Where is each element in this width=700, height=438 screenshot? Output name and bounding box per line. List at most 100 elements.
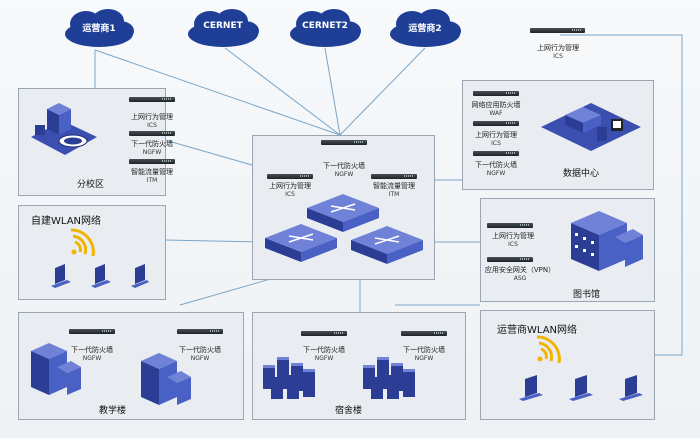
dc-waf-label: 网络应用防火墙	[471, 101, 521, 109]
cloud-icon	[65, 9, 134, 47]
dc-ics-device	[473, 121, 519, 126]
laptop-icon	[619, 375, 643, 401]
branch-itm-label: 智能流量管理	[131, 168, 173, 176]
core-switches	[265, 194, 423, 264]
switch-icon	[265, 224, 337, 262]
dorm-ngfw2-device	[401, 331, 447, 336]
dorm-zone: 下一代防火墙 NGFW 下一代防火墙 NGFW 宿舍楼	[252, 312, 466, 420]
cloud-isp1-label: 运营商1	[82, 24, 116, 34]
branch-ics-device	[129, 97, 175, 102]
top-ics-device	[530, 28, 585, 33]
lib-ics-code: ICS	[508, 241, 518, 248]
laptop-icon	[51, 264, 71, 288]
building-icon	[31, 343, 81, 395]
lib-asg-label: 应用安全网关（VPN）	[484, 266, 556, 274]
cloud-cernet2-label: CERNET2	[302, 21, 348, 31]
core-ngfw-device	[321, 140, 367, 145]
teaching-name: 教学楼	[99, 406, 127, 416]
core-itm-device	[371, 174, 417, 179]
link-wlan-core	[164, 239, 261, 243]
lib-asg-code: ASG	[513, 275, 527, 282]
library-name: 图书馆	[573, 290, 601, 300]
datacenter-icon	[541, 103, 641, 151]
link-isp1-core	[94, 49, 341, 136]
datacenter-name: 数据中心	[563, 169, 600, 179]
laptops-icon	[519, 375, 643, 401]
lib-ics-label: 上网行为管理	[492, 232, 534, 240]
core-itm-code: ITM	[388, 191, 400, 198]
teach-ngfw1-device	[69, 329, 115, 334]
dorm-name: 宿舍楼	[335, 406, 363, 416]
laptop-icon	[569, 375, 593, 401]
teach-ngfw2-device	[177, 329, 223, 334]
cloud-icon	[188, 9, 259, 47]
dorm-building-icon	[363, 357, 415, 399]
switch-icon	[351, 226, 423, 264]
branch-ngfw-device	[129, 131, 175, 136]
cloud-cernet: CERNET	[183, 6, 263, 50]
laptop-icon	[131, 264, 149, 288]
campus-building-icon	[31, 103, 97, 155]
wlan-self-name: 自建WLAN网络	[31, 216, 102, 227]
lib-asg-device	[487, 257, 533, 262]
dc-ngfw-device	[473, 151, 519, 156]
branch-ics-label: 上网行为管理	[131, 113, 173, 121]
dc-waf-code: WAF	[489, 110, 503, 117]
link-cernet-core	[224, 47, 341, 136]
cloud-isp2-label: 运营商2	[408, 24, 442, 34]
dc-waf-device	[473, 91, 519, 96]
datacenter-zone: 网络应用防火墙 WAF 上网行为管理 ICS 下一代防火墙 NGFW 数据中心	[462, 80, 654, 190]
library-zone: 上网行为管理 ICS 应用安全网关（VPN） ASG 图书馆	[480, 198, 655, 302]
core-ngfw-label: 下一代防火墙	[323, 162, 365, 170]
teach-ngfw1-label: 下一代防火墙	[71, 346, 113, 354]
wlan-isp-zone: 运营商WLAN网络	[480, 310, 655, 420]
link-cernet2-core	[324, 47, 341, 136]
core-zone: 下一代防火墙 NGFW 上网行为管理 ICS 智能流量管理 ITM	[252, 135, 435, 280]
wifi-signal-icon	[70, 228, 95, 257]
link-isp2-core	[339, 47, 426, 136]
wifi-signal-icon	[536, 335, 561, 364]
teach-ngfw2-label: 下一代防火墙	[179, 346, 221, 354]
link-branch-core	[164, 139, 253, 166]
top-ics-label: 上网行为管理	[537, 44, 579, 52]
wlan-self-zone: 自建WLAN网络	[18, 205, 166, 300]
dorm-ngfw1-code: NGFW	[314, 355, 334, 362]
dc-ngfw-code: NGFW	[486, 170, 506, 177]
laptops-icon	[51, 264, 149, 288]
core-ics-label: 上网行为管理	[269, 182, 311, 190]
dc-ics-code: ICS	[491, 140, 501, 147]
laptop-icon	[91, 264, 111, 288]
branch-ngfw-label: 下一代防火墙	[131, 140, 173, 148]
library-building-icon	[571, 211, 643, 271]
branch-itm-device	[129, 159, 175, 164]
cloud-isp2: 运营商2	[385, 6, 465, 50]
teach-ngfw2-code: NGFW	[190, 355, 210, 362]
switch-icon	[307, 194, 379, 232]
cloud-cernet-label: CERNET	[203, 21, 243, 31]
teaching-zone: 下一代防火墙 NGFW 下一代防火墙 NGFW 教学楼	[18, 312, 244, 420]
link-isp-wlan	[655, 34, 683, 356]
dorm-building-icon	[263, 357, 315, 399]
branch-itm-code: ITM	[146, 177, 158, 184]
dc-ngfw-label: 下一代防火墙	[475, 161, 517, 169]
core-ngfw-code: NGFW	[334, 171, 354, 178]
branch-ngfw-code: NGFW	[142, 149, 162, 156]
cloud-icon	[390, 9, 461, 47]
cloud-icon	[290, 9, 361, 47]
top-ics-code: ICS	[553, 53, 563, 60]
building-icon	[141, 353, 191, 405]
dc-ics-label: 上网行为管理	[475, 131, 517, 139]
branch-ics-code: ICS	[147, 122, 157, 129]
dorm-ngfw1-device	[301, 331, 347, 336]
core-ics-code: ICS	[285, 191, 295, 198]
dorm-ngfw2-label: 下一代防火墙	[403, 346, 445, 354]
cloud-cernet2: CERNET2	[285, 6, 365, 50]
branch-campus-name: 分校区	[77, 180, 105, 190]
wlan-isp-name: 运营商WLAN网络	[497, 325, 578, 336]
branch-campus-zone: 上网行为管理 ICS 下一代防火墙 NGFW 智能流量管理 ITM 分校区	[18, 88, 175, 196]
teach-ngfw1-code: NGFW	[82, 355, 102, 362]
dorm-ngfw1-label: 下一代防火墙	[303, 346, 345, 354]
lib-ics-device	[487, 223, 533, 228]
laptop-icon	[519, 375, 543, 401]
